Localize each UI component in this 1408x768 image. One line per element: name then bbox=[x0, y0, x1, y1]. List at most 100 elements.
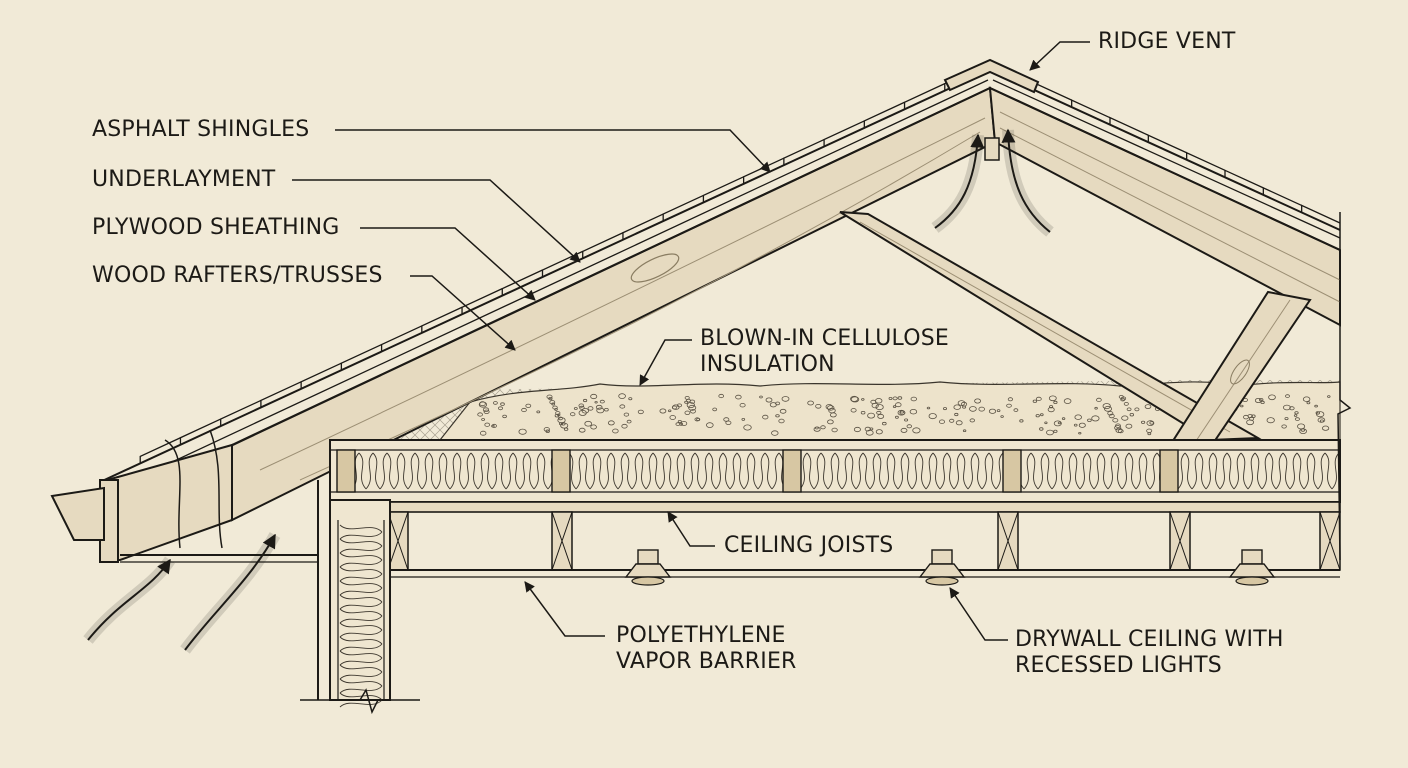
label-cellulose: BLOWN-IN CELLULOSE INSULATION bbox=[700, 326, 949, 378]
cellulose-speck bbox=[671, 405, 678, 410]
batt-loop bbox=[736, 452, 752, 490]
batt-loop bbox=[890, 452, 906, 490]
cellulose-speck bbox=[1268, 394, 1276, 401]
joist-cross bbox=[1319, 511, 1341, 571]
cellulose-speck bbox=[677, 419, 682, 423]
cellulose-speck bbox=[850, 408, 857, 413]
batt-loop bbox=[512, 452, 528, 490]
batt-loop bbox=[1254, 452, 1270, 490]
section-break-mark bbox=[1337, 212, 1352, 561]
batt-loop bbox=[1030, 452, 1046, 490]
batt-loop bbox=[932, 452, 948, 490]
leader-asphalt-shingles bbox=[335, 129, 771, 173]
cellulose-speck bbox=[1266, 417, 1275, 424]
cellulose-speck bbox=[1254, 397, 1262, 403]
batt-loop bbox=[820, 452, 836, 490]
cellulose-speck bbox=[1146, 420, 1155, 426]
cellulose-speck bbox=[954, 412, 959, 417]
cellulose-speck bbox=[1251, 414, 1256, 418]
joist-cross bbox=[997, 511, 1019, 571]
cellulose-speck bbox=[563, 427, 569, 431]
ceiling-joists bbox=[387, 511, 1341, 571]
cellulose-speck bbox=[897, 396, 903, 400]
leader-ridge-vent bbox=[1029, 41, 1090, 71]
cellulose-speck bbox=[1283, 404, 1291, 411]
cellulose-speck bbox=[546, 394, 553, 399]
wall-batt-insulation bbox=[339, 524, 383, 708]
cellulose-speck bbox=[581, 408, 589, 414]
cellulose-speck bbox=[779, 408, 787, 414]
batt-loop bbox=[1142, 452, 1158, 490]
recessed-light bbox=[1228, 549, 1276, 586]
ceiling-joist bbox=[1319, 511, 1341, 571]
label-ceiling-joists: CEILING JOISTS bbox=[724, 533, 894, 558]
cellulose-speck bbox=[637, 409, 644, 415]
batt-loop bbox=[610, 452, 626, 490]
batt-loop bbox=[862, 452, 878, 490]
shingle-course bbox=[139, 437, 181, 464]
cellulose-speck bbox=[570, 412, 576, 417]
cellulose-speck bbox=[1289, 406, 1295, 411]
shingle-course bbox=[582, 232, 624, 259]
cellulose-speck bbox=[689, 399, 696, 404]
cellulose-speck bbox=[996, 409, 1001, 413]
cellulose-speck bbox=[483, 409, 490, 414]
cellulose-speck bbox=[521, 407, 527, 413]
cellulose-speck bbox=[675, 422, 681, 426]
cellulose-speck bbox=[619, 404, 626, 409]
wall-batt-loop bbox=[339, 622, 383, 638]
light-trim bbox=[624, 563, 672, 578]
cellulose-speck bbox=[775, 401, 781, 406]
cellulose-speck bbox=[718, 393, 724, 399]
cellulose-speck bbox=[741, 417, 746, 421]
cellulose-speck bbox=[669, 415, 676, 420]
cellulose-speck bbox=[594, 401, 598, 404]
joist-end-blocks bbox=[336, 449, 1179, 493]
batt-loop bbox=[442, 452, 458, 490]
cellulose-speck bbox=[590, 393, 598, 400]
cellulose-speck bbox=[892, 405, 897, 408]
batt-loop bbox=[960, 452, 976, 490]
shingle-course bbox=[300, 362, 342, 389]
cellulose-speck bbox=[827, 419, 834, 425]
cellulose-speck bbox=[686, 402, 695, 409]
cellulose-speck bbox=[875, 429, 883, 435]
cellulose-speck bbox=[1035, 396, 1042, 401]
wall-batt-loop bbox=[339, 608, 383, 624]
cellulose-speck bbox=[1053, 429, 1058, 433]
cellulose-speck bbox=[1134, 407, 1140, 412]
cellulose-speck bbox=[668, 409, 672, 413]
cellulose-speck bbox=[595, 404, 603, 410]
cellulose-speck bbox=[1078, 422, 1086, 428]
cellulose-speck bbox=[1046, 429, 1054, 436]
cellulose-speck bbox=[599, 399, 605, 404]
batt-loop bbox=[848, 452, 864, 490]
batt-loop bbox=[694, 452, 710, 490]
cellulose-speck bbox=[484, 422, 491, 427]
cellulose-speck bbox=[549, 400, 556, 405]
cellulose-speck bbox=[723, 417, 730, 422]
cellulose-speck bbox=[962, 405, 967, 409]
batt-loop bbox=[470, 452, 486, 490]
cellulose-speck bbox=[949, 418, 955, 423]
batt-loop bbox=[1072, 452, 1088, 490]
cellulose-speck bbox=[850, 395, 859, 402]
cellulose-speck bbox=[578, 427, 586, 433]
label-vapor-barrier: POLYETHYLENE VAPOR BARRIER bbox=[616, 623, 797, 675]
shingle-course bbox=[1224, 169, 1264, 189]
shingle-course bbox=[179, 418, 221, 445]
batt-loop bbox=[1044, 452, 1060, 490]
cellulose-speck bbox=[762, 414, 769, 420]
shingle-course bbox=[340, 343, 382, 371]
cellulose-speck bbox=[943, 407, 948, 411]
cellulose-speck bbox=[988, 408, 997, 414]
shingle-course bbox=[662, 194, 704, 222]
cellulose-speck bbox=[765, 397, 773, 403]
cellulose-speck bbox=[861, 398, 865, 401]
shingle-course bbox=[1109, 116, 1149, 136]
cellulose-speck bbox=[590, 424, 597, 430]
cellulose-speck bbox=[1032, 399, 1038, 403]
cellulose-speck bbox=[1243, 414, 1249, 420]
batt-loop bbox=[918, 452, 934, 490]
cellulose-speck bbox=[739, 403, 746, 408]
